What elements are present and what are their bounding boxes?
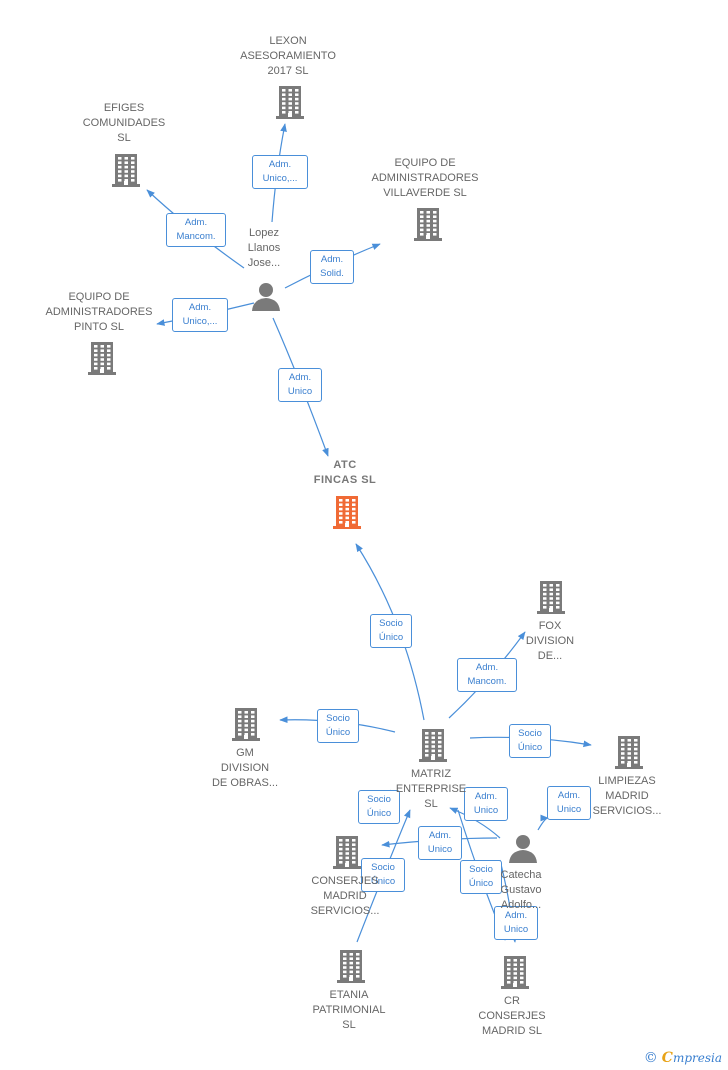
building-icon[interactable]: [232, 707, 260, 746]
edge-label-lopez-to-efiges[interactable]: Adm. Mancom.: [166, 213, 226, 247]
building-icon[interactable]: [112, 153, 140, 192]
node-label-lopez[interactable]: Lopez Llanos Jose...: [247, 227, 281, 269]
node-label-efiges[interactable]: EFIGES COMUNIDADES SL: [82, 102, 166, 144]
brand-name: mpresia: [672, 1051, 722, 1065]
node-label-etania[interactable]: ETANIA PATRIMONIAL SL: [312, 989, 386, 1031]
person-icon[interactable]: [251, 281, 281, 316]
edge-label-matriz-to-fox[interactable]: Adm. Mancom.: [457, 658, 517, 692]
building-icon[interactable]: [615, 735, 643, 774]
edge-label-matriz-to-atc[interactable]: Socio Único: [370, 614, 412, 648]
brand-logo: ©Cmpresia: [644, 1050, 722, 1066]
copyright-symbol: ©: [643, 1050, 658, 1066]
node-label-cr-conserjes[interactable]: CR CONSERJES MADRID SL: [478, 995, 546, 1037]
edge-label-matriz-to-limpiezas[interactable]: Socio Único: [509, 724, 551, 758]
edge-catecha-to-matriz: [449, 807, 501, 839]
edge-label-lopez-to-equipo_villaverde[interactable]: Adm. Solid.: [310, 250, 354, 284]
node-label-fox[interactable]: FOX DIVISION DE...: [525, 620, 575, 662]
person-icon[interactable]: [508, 833, 538, 868]
node-label-equipo-villaverde[interactable]: EQUIPO DE ADMINISTRADORES VILLAVERDE SL: [371, 157, 479, 199]
edge-label-etania-to-matriz[interactable]: Socio Único: [361, 858, 405, 892]
edge-label-lopez-to-lexon[interactable]: Adm. Unico,...: [252, 155, 308, 189]
edge-catecha-to-limpiezas: [537, 814, 549, 831]
node-label-equipo-pinto[interactable]: EQUIPO DE ADMINISTRADORES PINTO SL: [45, 291, 153, 333]
building-icon[interactable]: [333, 835, 361, 874]
edge-label-catecha-to-conserjes_madrid[interactable]: Adm. Unico: [418, 826, 462, 860]
edge-label-lopez-to-atc[interactable]: Adm. Unico: [278, 368, 322, 402]
edge-label-catecha-to-cr_conserjes[interactable]: Adm. Unico: [494, 906, 538, 940]
node-label-conserjes-madrid[interactable]: CONSERJES MADRID SERVICIOS...: [310, 875, 380, 917]
edge-label-catecha-to-limpiezas[interactable]: Adm. Unico: [547, 786, 591, 820]
edge-label-matriz-to-gm[interactable]: Socio Único: [317, 709, 359, 743]
building-icon[interactable]: [419, 728, 447, 767]
edge-label-catecha-to-matriz[interactable]: Adm. Unico: [464, 787, 508, 821]
building-icon[interactable]: [337, 949, 365, 988]
edge-label-matriz-to-conserjes_madrid[interactable]: Socio Único: [358, 790, 400, 824]
building-icon[interactable]: [537, 580, 565, 619]
building-icon[interactable]: [414, 207, 442, 246]
building-icon[interactable]: [501, 955, 529, 994]
node-label-matriz[interactable]: MATRIZ ENTERPRISE SL: [395, 768, 467, 810]
node-label-lexon[interactable]: LEXON ASESORAMIENTO 2017 SL: [240, 35, 336, 77]
node-label-gm[interactable]: GM DIVISION DE OBRAS...: [211, 747, 279, 789]
node-label-limpiezas[interactable]: LIMPIEZAS MADRID SERVICIOS...: [592, 775, 662, 817]
edge-label-matriz-to-cr_conserjes[interactable]: Socio Único: [460, 860, 502, 894]
node-label-catecha[interactable]: Catecha Gustavo Adolfo...: [500, 869, 542, 911]
node-label-atc[interactable]: ATC FINCAS SL: [313, 459, 377, 486]
building-icon[interactable]: [88, 341, 116, 380]
building-icon[interactable]: [333, 495, 361, 534]
edge-label-lopez-to-equipo_pinto[interactable]: Adm. Unico,...: [172, 298, 228, 332]
brand-initial: C: [661, 1050, 673, 1066]
building-icon[interactable]: [276, 85, 304, 124]
